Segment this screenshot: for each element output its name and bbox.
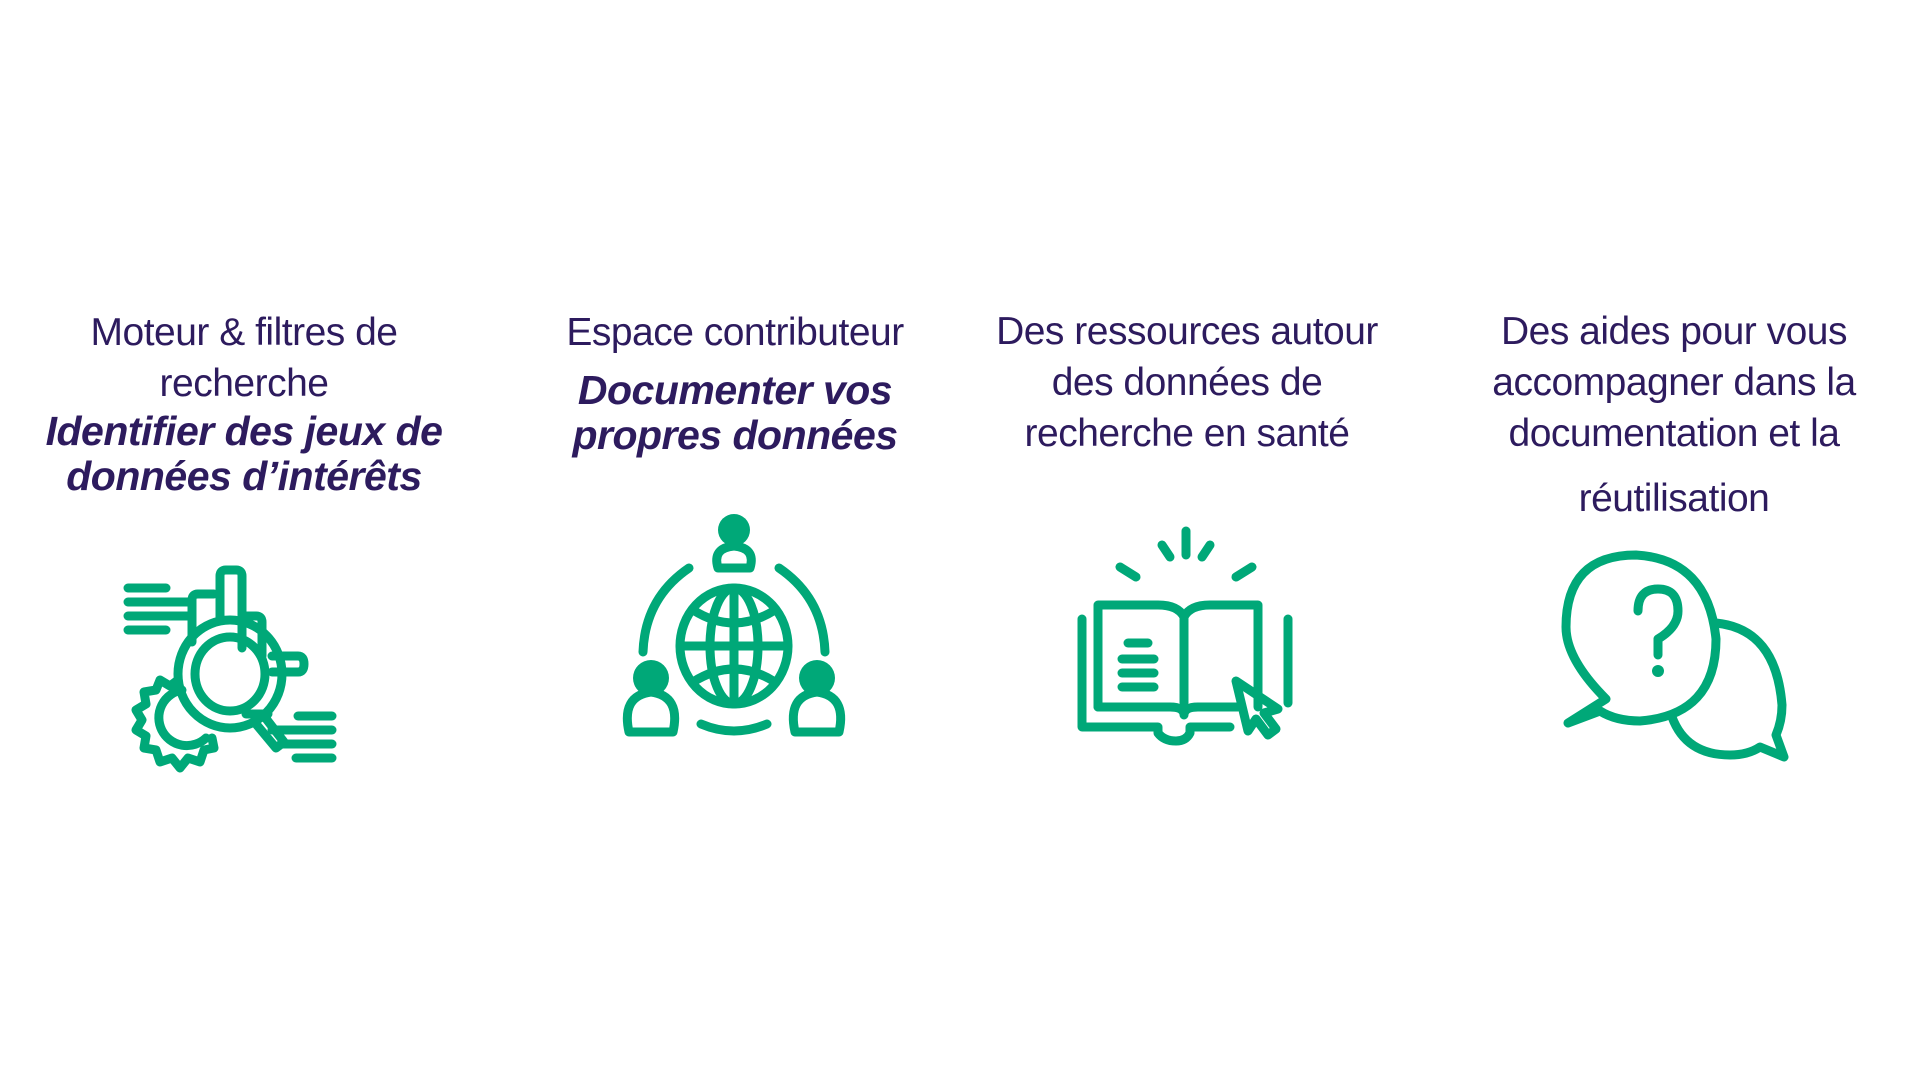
feature-resources[interactable]: Des ressources autour des données de reche… xyxy=(947,306,1427,459)
title-line: Des ressources autour xyxy=(996,310,1378,353)
title-line: documentation et la xyxy=(1508,412,1840,455)
title-line: accompagner dans la xyxy=(1492,361,1856,404)
subtitle-line: Documenter vos xyxy=(577,367,893,413)
title-line: Des aides pour vous xyxy=(1500,310,1848,353)
title-line: des données de xyxy=(1051,361,1323,404)
title-line: recherche en santé xyxy=(1024,412,1350,455)
title-line: Espace contributeur xyxy=(566,311,904,354)
subtitle-line: propres données xyxy=(572,412,898,458)
title-line: Moteur & filtres de xyxy=(90,311,398,354)
global-network-icon xyxy=(621,514,847,738)
feature-title: Des aides pour vous accompagner dans la do… xyxy=(1434,306,1914,524)
subtitle-line: Identifier des jeux de xyxy=(45,408,443,454)
feature-title: Des ressources autour des données de reche… xyxy=(947,306,1427,459)
feature-help[interactable]: Des aides pour vous accompagner dans la do… xyxy=(1434,306,1914,524)
feature-title: Espace contributeur xyxy=(495,307,975,358)
feature-search-engine[interactable]: Moteur & filtres de recherche Identifier … xyxy=(4,307,484,499)
search-analytics-icon xyxy=(122,565,340,780)
title-line: recherche xyxy=(159,362,329,405)
subtitle-line: données d’intérêts xyxy=(66,453,422,499)
title-line: réutilisation xyxy=(1578,477,1770,520)
open-book-cursor-icon xyxy=(1077,526,1294,746)
question-chat-icon xyxy=(1558,550,1790,762)
feature-title: Moteur & filtres de recherche xyxy=(4,307,484,409)
